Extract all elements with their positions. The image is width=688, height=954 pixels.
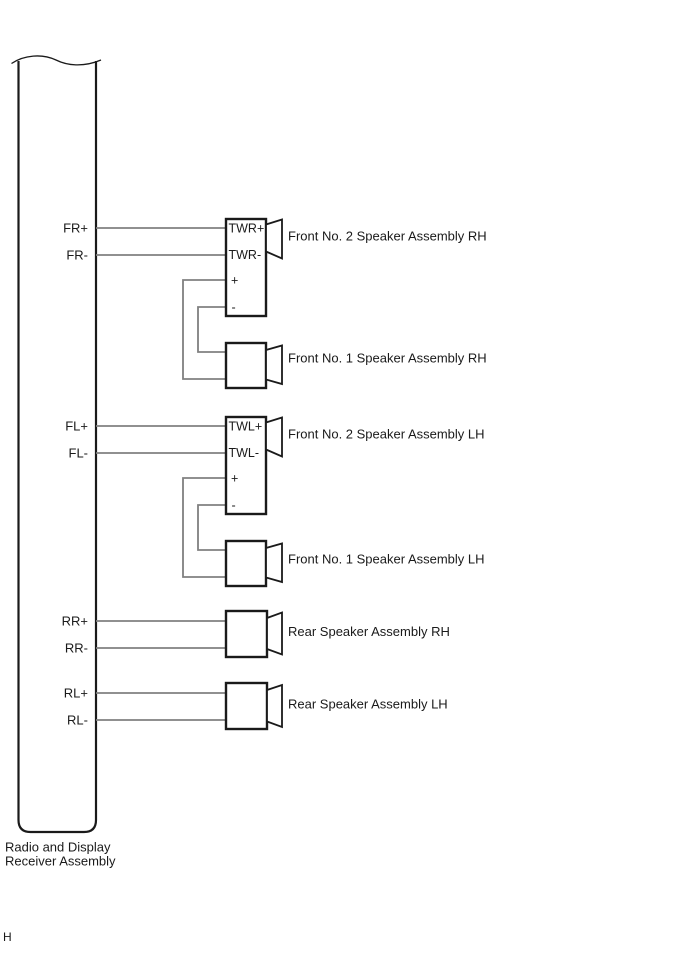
- speaker-horn-front-no2-rh-icon: [265, 218, 283, 260]
- speaker-box-rear-rh: [224, 609, 269, 659]
- speaker-label-front-no2-rh: Front No. 2 Speaker Assembly RH: [288, 229, 487, 244]
- speaker-box-rear-lh: [224, 681, 269, 731]
- pin-label-fr-plus: FR+: [63, 221, 88, 236]
- speaker-label-front-no2-lh: Front No. 2 Speaker Assembly LH: [288, 427, 485, 442]
- pin-label-rl-minus: RL-: [67, 713, 88, 728]
- speaker-box-front-no1-lh: [224, 539, 268, 588]
- receiver-outline: [17, 61, 98, 834]
- receiver-torn-edge: [11, 55, 102, 66]
- terminal-plus-rh: +: [231, 273, 238, 287]
- speaker-horn-front-no1-lh-icon: [265, 542, 283, 584]
- speaker-label-front-no1-rh: Front No. 1 Speaker Assembly RH: [288, 351, 487, 366]
- speaker-box-front-no2-rh: [224, 217, 268, 318]
- terminal-twr-plus: TWR+: [229, 221, 265, 235]
- speaker-horn-front-no1-rh-icon: [265, 344, 283, 386]
- receiver-label-line1: Radio and Display: [5, 840, 111, 855]
- terminal-minus-lh: -: [232, 498, 236, 512]
- pin-label-rr-minus: RR-: [65, 641, 88, 656]
- crossover-wire-plus-rh: [182, 279, 226, 380]
- pin-label-rr-plus: RR+: [62, 614, 88, 629]
- pin-label-fr-minus: FR-: [66, 248, 88, 263]
- terminal-minus-rh: -: [232, 300, 236, 314]
- pin-label-rl-plus: RL+: [64, 686, 88, 701]
- speaker-horn-rear-lh-icon: [266, 683, 283, 729]
- terminal-twl-minus: TWL-: [229, 446, 260, 460]
- crossover-wire-minus-rh: [197, 306, 226, 353]
- speaker-label-rear-rh: Rear Speaker Assembly RH: [288, 624, 450, 639]
- speaker-horn-front-no2-lh-icon: [265, 416, 283, 458]
- terminal-plus-lh: +: [231, 471, 238, 485]
- speaker-label-rear-lh: Rear Speaker Assembly LH: [288, 697, 448, 712]
- crossover-wire-plus-lh: [182, 477, 226, 578]
- page-mark: H: [3, 930, 12, 944]
- terminal-twr-minus: TWR-: [229, 248, 262, 262]
- terminal-twl-plus: TWL+: [229, 419, 263, 433]
- pin-label-fl-minus: FL-: [69, 446, 89, 461]
- crossover-wire-minus-lh: [197, 504, 226, 551]
- receiver-label-line2: Receiver Assembly: [5, 854, 116, 869]
- speaker-box-front-no2-lh: [224, 415, 268, 516]
- speaker-horn-rear-rh-icon: [266, 611, 283, 656]
- pin-label-fl-plus: FL+: [65, 419, 88, 434]
- speaker-label-front-no1-lh: Front No. 1 Speaker Assembly LH: [288, 552, 485, 567]
- speaker-box-front-no1-rh: [224, 341, 268, 390]
